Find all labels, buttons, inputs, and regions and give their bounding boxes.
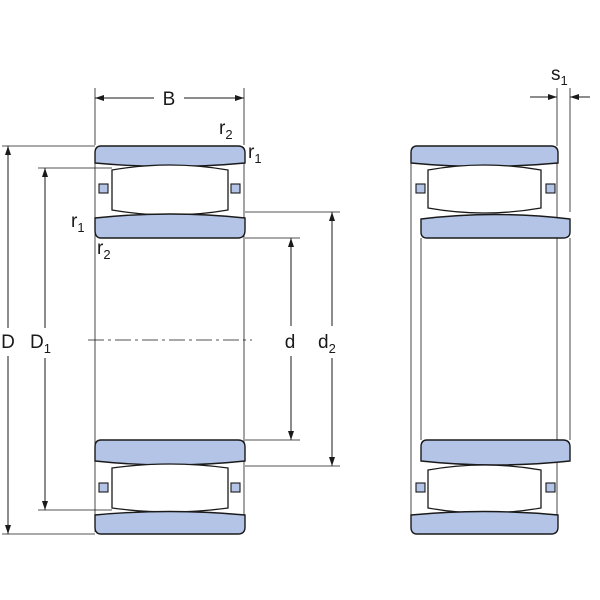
dimension-D: D (1, 145, 95, 535)
right-outer-ring-bottom (410, 510, 559, 535)
right-cage-top-right (545, 183, 556, 194)
label-r2-top: r2 (219, 118, 233, 142)
dimension-s1: s1 (530, 64, 590, 212)
label-r2-inner: r2 (97, 238, 111, 262)
cage-bottom-left (98, 482, 109, 493)
label-D: D (1, 332, 15, 353)
left-view (88, 145, 252, 535)
right-roller-bottom (427, 464, 542, 514)
right-cage-top-left (415, 183, 426, 194)
dimension-B: B (94, 88, 245, 145)
right-inner-ring-bottom (420, 439, 571, 466)
roller-top (111, 164, 229, 216)
outer-ring-bottom (94, 510, 246, 535)
dimension-d: d (245, 237, 300, 441)
label-d: d (285, 332, 296, 353)
label-r1-inner: r1 (71, 211, 85, 235)
label-B: B (163, 89, 176, 110)
dimension-D1: D1 (30, 167, 112, 511)
cage-top-left (98, 183, 109, 194)
inner-ring-top (94, 213, 246, 239)
roller-bottom (111, 463, 229, 513)
label-r1-top: r1 (248, 142, 262, 166)
outer-ring-top (94, 145, 246, 168)
inner-ring-bottom (94, 439, 246, 466)
right-view (410, 145, 571, 535)
right-cage-bottom-left (415, 482, 426, 493)
right-inner-ring-top (420, 213, 571, 239)
cage-top-right (230, 183, 241, 194)
label-d2: d2 (318, 332, 336, 356)
cage-bottom-right (230, 482, 241, 493)
right-cage-bottom-right (545, 482, 556, 493)
label-s1: s1 (551, 64, 568, 88)
right-outer-ring-top (410, 145, 559, 168)
right-roller-top (427, 164, 542, 214)
dimension-d2: d2 (245, 211, 340, 467)
label-D1: D1 (30, 332, 51, 356)
